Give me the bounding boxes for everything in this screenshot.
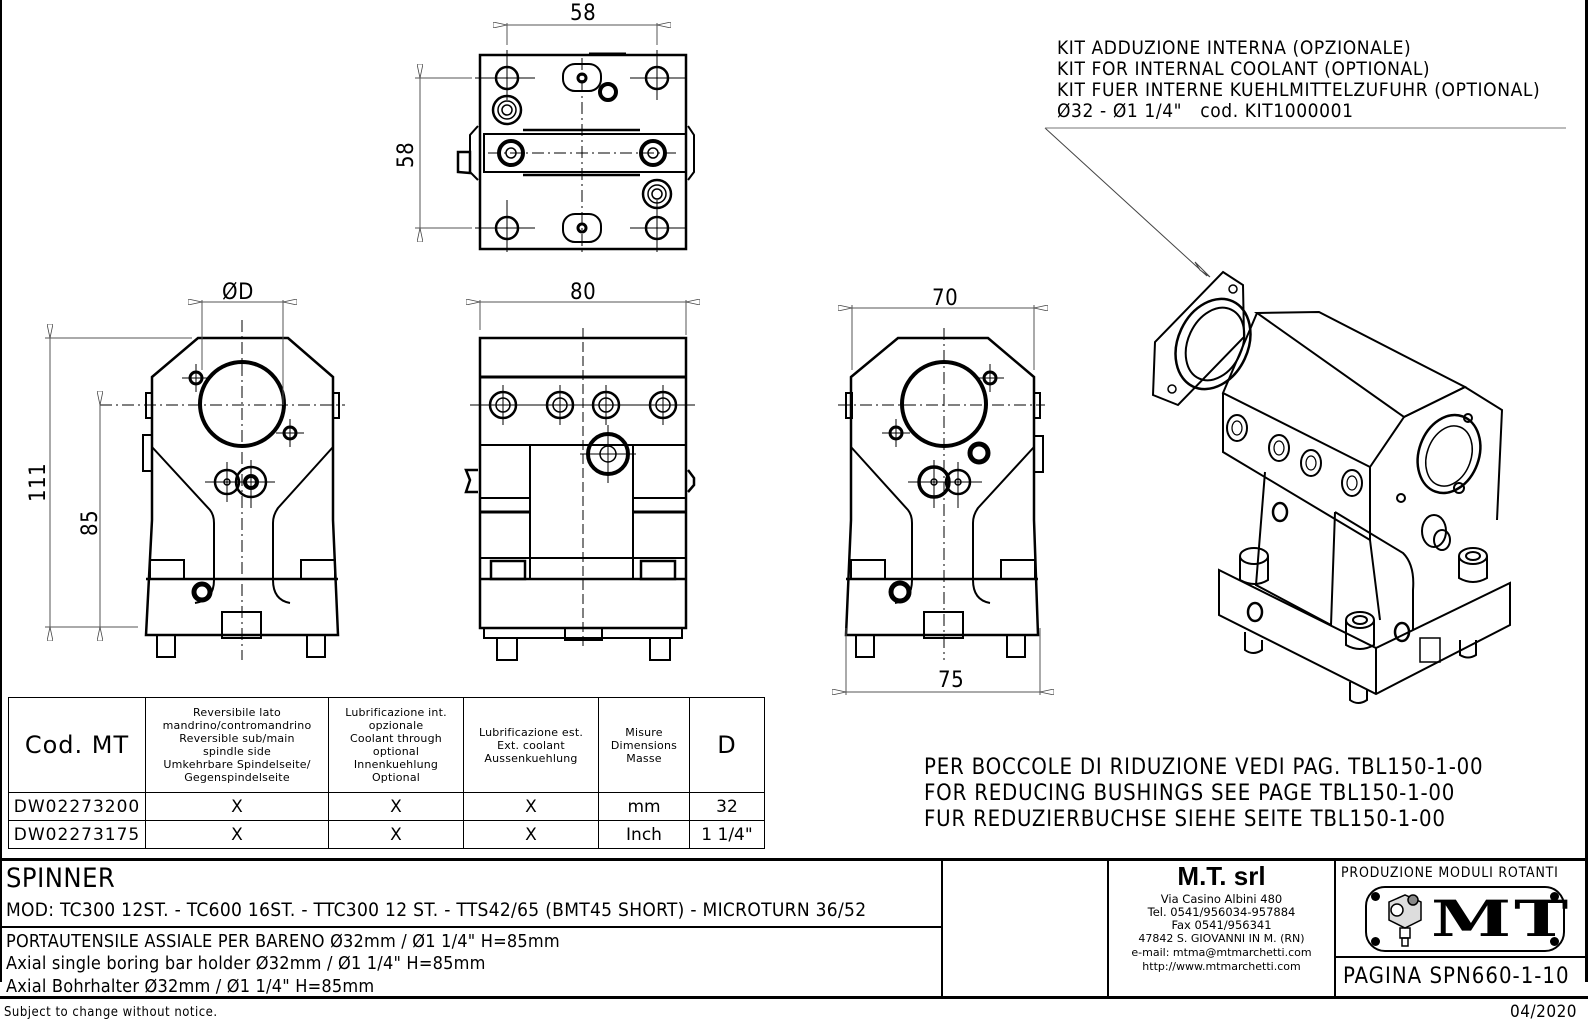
title-block-vline [1107, 858, 1109, 998]
left-end-view [45, 300, 345, 660]
brand-title: SPINNER [6, 863, 116, 894]
cell-d: 1 1/4" [689, 820, 765, 849]
cell-unit: Inch [598, 820, 690, 849]
title-block-top-border [0, 858, 1588, 861]
title-block-divider [0, 926, 942, 928]
screw-icon [1550, 937, 1559, 946]
screw-icon [1371, 937, 1380, 946]
company-city: 47842 S. GIOVANNI IN M. (RN) [1138, 932, 1305, 945]
header-d: D [689, 697, 765, 793]
title-block-vline [1334, 858, 1336, 998]
company-email[interactable]: e-mail: mtma@mtmarchetti.com [1131, 946, 1312, 959]
screw-icon [1550, 892, 1559, 901]
company-fax: Fax 0541/956341 [1171, 918, 1272, 932]
revision-date: 04/2020 [1510, 1002, 1578, 1022]
right-end-view [838, 305, 1045, 695]
cell-d: 32 [689, 792, 765, 821]
dim-front-width: 80 [570, 280, 597, 305]
cell-internal-coolant: X [328, 792, 464, 821]
cell-internal-coolant: X [328, 820, 464, 849]
table-row: DW02273200 X X X mm 32 [8, 792, 765, 821]
cell-reversible: X [145, 792, 329, 821]
title-block-vline [941, 858, 943, 998]
header-cod-mt: Cod. MT [8, 697, 146, 793]
bushings-note: PER BOCCOLE DI RIDUZIONE VEDI PAG. TBL15… [924, 755, 1483, 833]
title-block-bottom-border [0, 996, 1588, 999]
page-number: PAGINA SPN660-1-10 [1343, 964, 1570, 989]
bushings-note-line: PER BOCCOLE DI RIDUZIONE VEDI PAG. TBL15… [924, 755, 1484, 780]
description-it: PORTAUTENSILE ASSIALE PER BARENO Ø32mm /… [6, 931, 560, 952]
logo-text: MT [1431, 889, 1572, 948]
disclaimer: Subject to change without notice. [4, 1005, 218, 1020]
company-website[interactable]: http://www.mtmarchetti.com [1142, 960, 1301, 973]
header-dimensions: Misure Dimensions Masse [598, 697, 690, 793]
dim-side-base-width: 75 [938, 668, 965, 693]
kit-note: KIT ADDUZIONE INTERNA (OPZIONALE) KIT FO… [1057, 38, 1540, 122]
cell-external-coolant: X [463, 792, 599, 821]
spec-table: Cod. MT Reversibile lato mandrino/contro… [8, 697, 765, 849]
frame-border-right [1585, 0, 1588, 982]
dim-top-height: 58 [394, 141, 419, 168]
cell-code: DW02273175 [8, 820, 146, 849]
title-block-right-divider [1336, 956, 1588, 958]
kit-note-line: KIT FUER INTERNE KUEHLMITTELZUFUHR (OPTI… [1057, 79, 1541, 101]
company-info: M.T. srl Via Casino Albini 480 Tel. 0541… [1109, 862, 1334, 974]
dim-side-top-width: 70 [932, 286, 959, 311]
isometric-view [1044, 127, 1566, 704]
mt-logo: MT [1365, 886, 1568, 952]
rotary-module-icon [1388, 894, 1422, 947]
cell-external-coolant: X [463, 820, 599, 849]
top-view [415, 23, 695, 252]
dim-total-height: 111 [26, 462, 51, 502]
header-reversible: Reversibile lato mandrino/contromandrino… [145, 697, 329, 793]
cell-reversible: X [145, 820, 329, 849]
division-label: PRODUZIONE MODULI ROTANTI [1341, 865, 1559, 881]
front-view [464, 300, 695, 661]
company-name: M.T. srl [1177, 861, 1266, 891]
description-de: Axial Bohrhalter Ø32mm / Ø1 1/4" H=85mm [6, 976, 375, 997]
bushings-note-line: FOR REDUCING BUSHINGS SEE PAGE TBL150-1-… [924, 781, 1456, 806]
description-en: Axial single boring bar holder Ø32mm / Ø… [6, 953, 486, 974]
bushings-note-line: FUR REDUZIERBUCHSE SIEHE SEITE TBL150-1-… [924, 807, 1446, 832]
company-tel: Tel. 0541/956034-957884 [1147, 905, 1296, 919]
dim-center-height: 85 [78, 509, 103, 536]
screw-icon [1371, 892, 1380, 901]
company-address: Via Casino Albini 480 [1160, 892, 1283, 906]
table-row: DW02273175 X X X Inch 1 1/4" [8, 820, 765, 849]
cell-code: DW02273200 [8, 792, 146, 821]
dim-top-width: 58 [570, 1, 597, 26]
spec-table-header-row: Cod. MT Reversibile lato mandrino/contro… [8, 697, 765, 793]
kit-note-line: KIT ADDUZIONE INTERNA (OPZIONALE) [1057, 37, 1412, 59]
kit-note-line: KIT FOR INTERNAL COOLANT (OPTIONAL) [1057, 58, 1431, 80]
cell-unit: mm [598, 792, 690, 821]
kit-note-code: Ø32 - Ø1 1/4" cod. KIT1000001 [1057, 100, 1354, 122]
header-internal-coolant: Lubrificazione int. opzionale Coolant th… [328, 697, 464, 793]
models-line: MOD: TC300 12ST. - TC600 16ST. - TTC300 … [6, 899, 867, 921]
frame-border-left [0, 0, 2, 982]
dim-bore-diameter: ØD [222, 280, 254, 305]
header-external-coolant: Lubrificazione est. Ext. coolant Aussenk… [463, 697, 599, 793]
